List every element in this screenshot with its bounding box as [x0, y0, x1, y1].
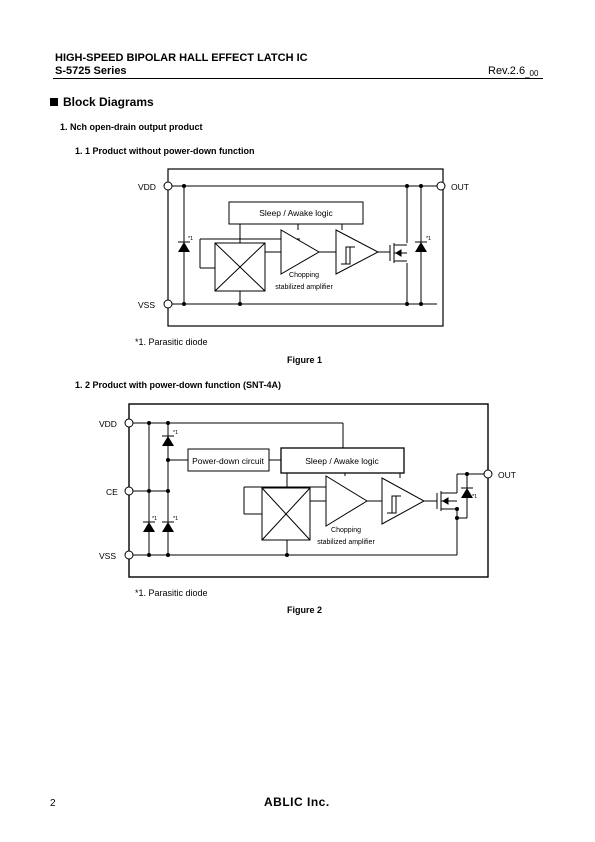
fig2-vss-terminal: [124, 550, 134, 560]
fig2-ce-terminal: [124, 486, 134, 496]
heading-nch-open-drain: 1. Nch open-drain output product: [60, 122, 203, 132]
revision: Rev.2.6_00: [488, 65, 538, 78]
company-logo: ABLIC Inc.: [264, 795, 330, 809]
fig2-chopping-label: Chopping: [331, 527, 361, 534]
chopping-amplifier-icon: [280, 229, 320, 275]
fig2-out-label: OUT: [498, 470, 516, 480]
fig1-vss-label: VSS: [138, 300, 155, 310]
section-title: Block Diagrams: [63, 95, 154, 109]
fig2-footnote: *1. Parasitic diode: [135, 588, 208, 598]
heading-without-power-down: 1. 1 Product without power-down function: [75, 146, 255, 156]
fig2-amplifier-label: stabilized amplifier: [317, 539, 375, 546]
revision-main: Rev.2.6: [488, 65, 526, 77]
vdd-terminal: [163, 181, 173, 191]
square-bullet-icon: [50, 98, 58, 106]
fig2-vss-label: VSS: [99, 551, 116, 561]
fig1-amplifier-label: stabilized amplifier: [275, 284, 333, 291]
fig2-sleep-awake-logic-block: [280, 447, 405, 474]
fig2-vdd-terminal: [124, 418, 134, 428]
fig1-mark-right: *1: [426, 236, 431, 242]
fig1-chopping-label: Chopping: [289, 272, 319, 279]
fig2-diode-vdd-icon: [162, 435, 174, 446]
comparator-icon: [335, 229, 380, 275]
sleep-awake-logic-block: [228, 201, 364, 225]
fig2-vdd-label: VDD: [99, 419, 117, 429]
document-title: HIGH-SPEED BIPOLAR HALL EFFECT LATCH IC: [55, 52, 308, 64]
out-terminal: [436, 181, 446, 191]
header-rule: [53, 78, 543, 79]
fig1-sleep-awake-label: Sleep / Awake logic: [259, 208, 333, 218]
fig2-diode-vss-right-icon: [162, 521, 174, 532]
figure-2-junctions: [147, 421, 469, 557]
parasitic-diode-right-icon: [415, 241, 427, 252]
fig2-nch-mosfet-icon: [436, 491, 457, 511]
fig2-diode-out-icon: [461, 487, 473, 498]
fig2-mark-vdd: *1: [173, 430, 178, 436]
revision-sub: _00: [525, 69, 539, 78]
figure-1-junctions: [182, 184, 423, 306]
fig2-power-down-label: Power-down circuit: [192, 456, 264, 466]
fig1-footnote: *1. Parasitic diode: [135, 337, 208, 347]
page-number: 2: [50, 798, 56, 809]
fig1-vdd-label: VDD: [138, 182, 156, 192]
heading-with-power-down: 1. 2 Product with power-down function (S…: [75, 380, 281, 390]
power-down-circuit-block: [187, 448, 270, 472]
fig1-out-label: OUT: [451, 182, 469, 192]
hall-element-icon: [214, 242, 266, 292]
nch-mosfet-icon: [389, 243, 407, 263]
figure-2-caption: Figure 2: [287, 605, 323, 615]
figure-1-frame: [167, 168, 444, 327]
figure-1-caption: Figure 1: [287, 355, 323, 365]
series-name: S-5725 Series: [55, 65, 127, 77]
fig2-mark-vss-right: *1: [173, 516, 178, 522]
fig2-ce-label: CE: [106, 487, 118, 497]
vss-terminal: [163, 299, 173, 309]
fig2-out-terminal: [483, 469, 493, 479]
fig1-mark-left: *1: [188, 236, 193, 242]
fig2-mark-out: *1: [472, 494, 477, 500]
fig2-chopping-amplifier-icon: [325, 475, 368, 527]
fig2-sleep-awake-label: Sleep / Awake logic: [305, 456, 379, 466]
fig2-hall-element-icon: [261, 487, 311, 541]
fig2-comparator-icon: [381, 477, 426, 525]
figure-1-diagram: [167, 168, 444, 327]
fig2-diode-vss-left-icon: [143, 521, 155, 532]
parasitic-diode-left-icon: [178, 241, 190, 252]
fig2-mark-vss-left: *1: [152, 516, 157, 522]
section-heading: Block Diagrams: [50, 95, 154, 109]
